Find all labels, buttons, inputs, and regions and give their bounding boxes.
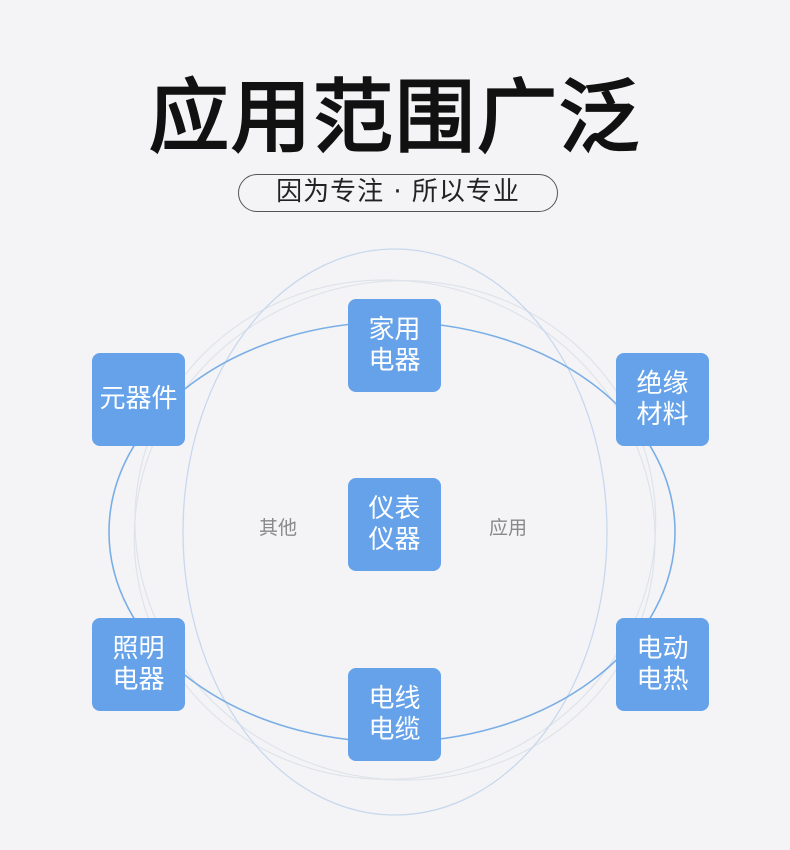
page-title: 应用范围广泛	[149, 71, 641, 164]
orbit-vertical	[182, 248, 608, 816]
node-label: 家用电器	[368, 314, 421, 376]
node-label: 电动电热	[636, 633, 689, 695]
subtitle-pill: 因为专注 · 所以专业	[238, 174, 558, 212]
orbit-faint-1	[133, 280, 657, 780]
node-label: 元器件	[99, 384, 178, 414]
node-insulation-materials: 绝缘材料	[616, 353, 709, 446]
node-electric-heating: 电动电热	[616, 618, 709, 711]
node-label: 照明电器	[112, 633, 165, 695]
node-instruments: 仪表仪器	[348, 478, 441, 571]
label-other: 其他	[259, 517, 298, 539]
node-label: 绝缘材料	[636, 368, 689, 430]
node-label: 仪表仪器	[368, 493, 421, 555]
label-application: 应用	[489, 517, 528, 539]
node-components: 元器件	[92, 353, 185, 446]
node-household-appliances: 家用电器	[348, 299, 441, 392]
node-wires-cables: 电线电缆	[348, 668, 441, 761]
node-label: 电线电缆	[368, 683, 421, 745]
node-lighting-appliances: 照明电器	[92, 618, 185, 711]
